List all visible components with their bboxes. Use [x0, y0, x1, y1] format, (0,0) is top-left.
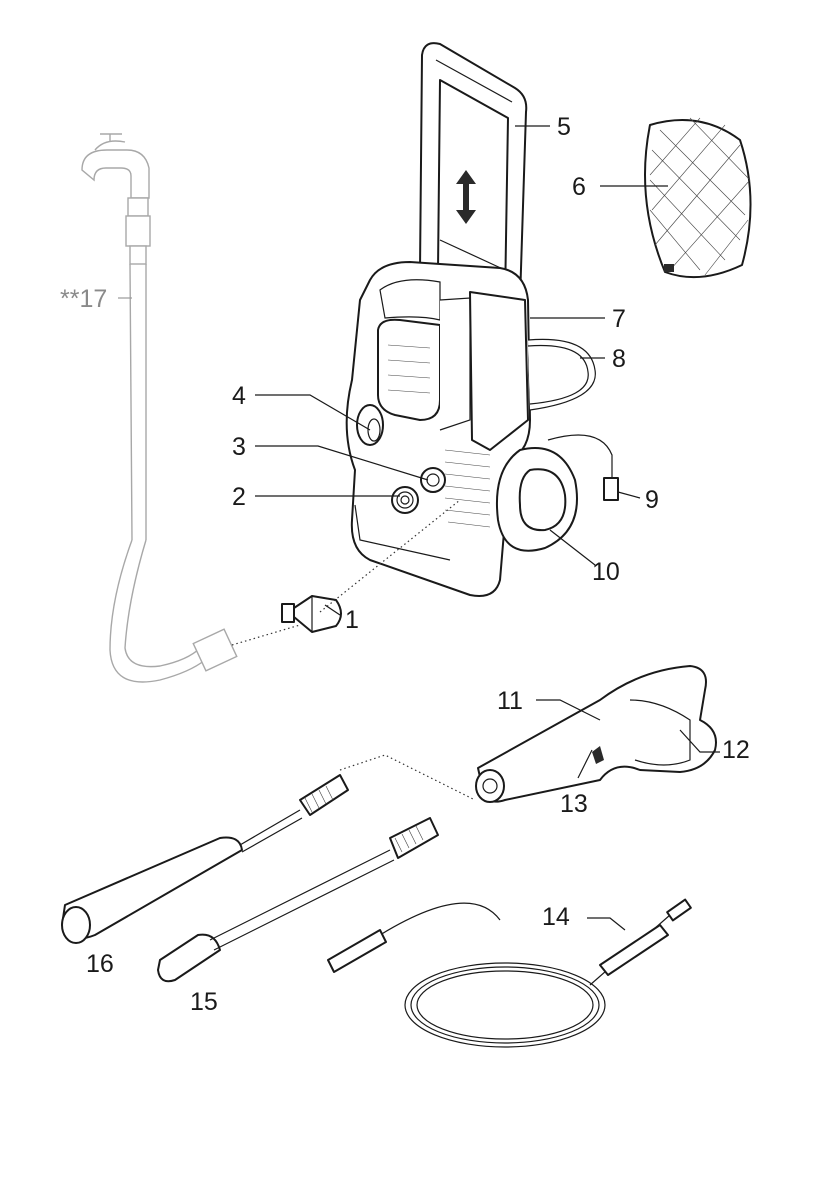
label-5: 5 — [557, 113, 571, 141]
label-11: 11 — [497, 687, 523, 715]
label-1: 1 — [345, 606, 359, 634]
label-10: 10 — [592, 558, 620, 586]
vario-power-lance — [158, 818, 438, 981]
label-13: 13 — [560, 790, 588, 818]
label-16: 16 — [86, 950, 114, 978]
label-15: 15 — [190, 988, 218, 1016]
label-8: 8 — [612, 345, 626, 373]
label-6: 6 — [572, 173, 586, 201]
label-4: 4 — [232, 382, 246, 410]
accessory-bag — [645, 118, 751, 277]
telescopic-handle — [420, 43, 526, 300]
label-17: **17 — [60, 285, 107, 313]
label-12: 12 — [722, 736, 750, 764]
water-supply-hose — [82, 134, 237, 682]
lance-connection-line — [340, 755, 475, 800]
high-pressure-outlet — [421, 468, 445, 492]
label-2: 2 — [232, 483, 246, 511]
label-9: 9 — [645, 486, 659, 514]
high-pressure-hose — [328, 900, 691, 1047]
label-3: 3 — [232, 433, 246, 461]
coupling — [282, 596, 341, 632]
water-inlet — [392, 487, 418, 513]
dirt-blaster-lance — [62, 775, 348, 943]
label-14: 14 — [542, 903, 570, 931]
label-7: 7 — [612, 305, 626, 333]
